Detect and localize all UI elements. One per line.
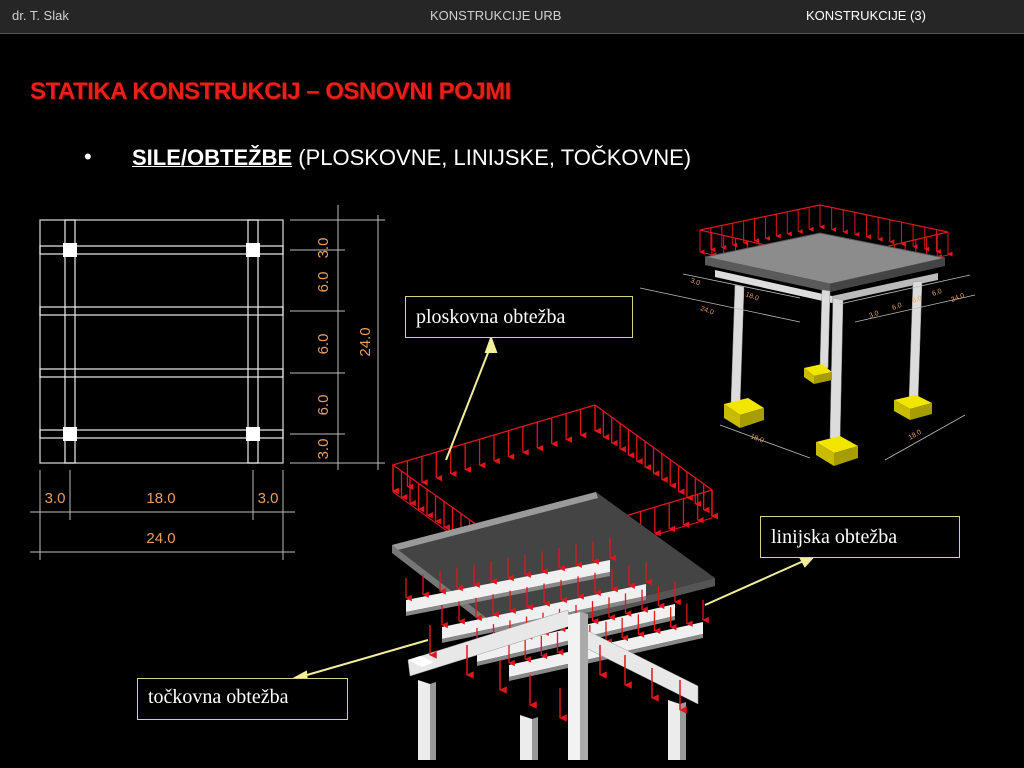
isometric-structure: 3.0 18.0 24.0 3.0 6.0 6.0 6.0 24.0 18.0 … <box>639 204 976 466</box>
svg-text:24.0: 24.0 <box>950 293 965 304</box>
dim-v-1: 6.0 <box>315 272 332 293</box>
svg-text:6.0: 6.0 <box>911 295 923 305</box>
dim-v-3: 6.0 <box>315 395 332 416</box>
svg-text:24.0: 24.0 <box>699 305 714 316</box>
exploded-frames <box>407 609 699 760</box>
svg-text:18.0: 18.0 <box>744 291 759 302</box>
dim-v-total: 24.0 <box>357 327 374 356</box>
iso-footings <box>724 364 932 466</box>
header-section: KONSTRUKCIJE (3) <box>806 8 926 23</box>
slide-title: STATIKA KONSTRUKCIJ – OSNOVNI POJMI <box>30 78 511 105</box>
svg-text:3.0: 3.0 <box>868 310 880 320</box>
iso-dim-labels: 3.0 18.0 24.0 3.0 6.0 6.0 6.0 24.0 18.0 … <box>689 277 965 444</box>
iso-dim-lines <box>639 273 976 461</box>
bullet-rest: (PLOSKOVNE, LINIJSKE, TOČKOVNE) <box>292 145 692 170</box>
iso-beam-1 <box>715 270 832 303</box>
label-area-load: ploskovna obtežba <box>405 296 633 338</box>
beam <box>406 560 610 612</box>
plan-dim-labels: 3.0 6.0 6.0 6.0 3.0 24.0 3.0 18.0 3.0 24… <box>45 238 374 547</box>
label-point-load: točkovna obtežba <box>137 678 348 720</box>
iso-beam-2 <box>832 273 938 303</box>
iso-columns <box>730 280 923 441</box>
svg-text:3.0: 3.0 <box>689 277 701 287</box>
bullet-bold: SILE/OBTEŽBE <box>132 145 293 170</box>
dim-v-4: 3.0 <box>315 439 332 460</box>
callout-area-line <box>445 344 492 461</box>
dim-v-2: 6.0 <box>315 334 332 355</box>
header-course: KONSTRUKCIJE URB <box>430 8 562 23</box>
plan-drawing: 3.0 6.0 6.0 6.0 3.0 24.0 3.0 18.0 3.0 24… <box>30 205 385 560</box>
bullet-marker: • <box>84 144 92 169</box>
exploded-point-load-arrows <box>429 625 687 722</box>
plan-outline <box>39 219 284 464</box>
dim-v-0: 3.0 <box>315 238 332 259</box>
dim-h-1: 18.0 <box>146 490 175 507</box>
svg-text:18.0: 18.0 <box>749 433 764 444</box>
iso-slab-edge-right <box>830 258 945 292</box>
plan-columns <box>63 243 260 441</box>
plan-horizontal-dim-lines <box>30 470 295 560</box>
dim-h-2: 3.0 <box>258 490 279 507</box>
callout-line-line <box>704 558 809 606</box>
label-line-load: linijska obtežba <box>760 516 960 558</box>
dim-h-0: 3.0 <box>45 490 66 507</box>
callout-point-line <box>299 639 429 678</box>
bullet-text: SILE/OBTEŽBE (PLOSKOVNE, LINIJSKE, TOČKO… <box>132 145 691 171</box>
header-author: dr. T. Slak <box>12 8 69 23</box>
exploded-slab-edge-top <box>392 492 598 551</box>
exploded-view <box>391 404 718 760</box>
exploded-line-load-arrows <box>405 538 709 667</box>
plan-vertical-dim-lines <box>290 205 385 470</box>
dim-h-total: 24.0 <box>146 530 175 547</box>
slide-header: dr. T. Slak KONSTRUKCIJE URB KONSTRUKCIJ… <box>0 0 1024 34</box>
beam-side <box>406 572 610 616</box>
plan-beams <box>39 219 284 464</box>
svg-text:6.0: 6.0 <box>891 302 903 312</box>
iso-slab-edge-left <box>705 257 830 292</box>
svg-text:6.0: 6.0 <box>931 288 943 298</box>
callout-area-head <box>484 335 498 353</box>
